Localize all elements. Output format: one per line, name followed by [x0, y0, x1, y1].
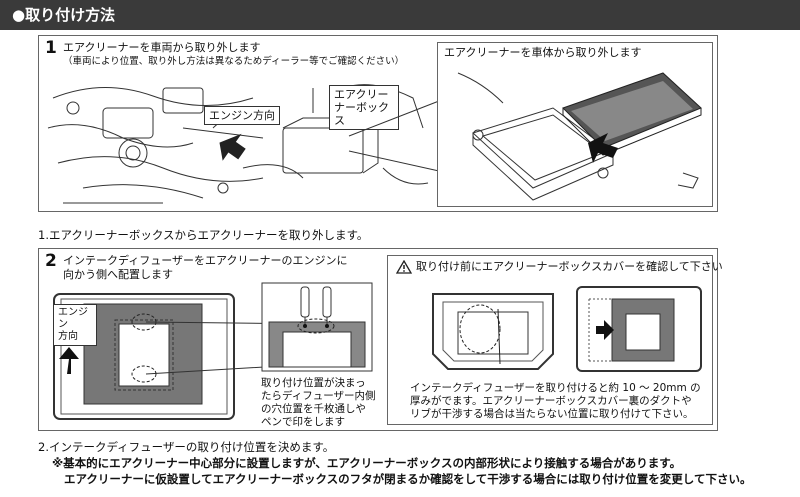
step1-subtitle: （車両により位置、取り外し方法は異なるためディーラー等でご確認ください）	[63, 56, 405, 67]
section-title: ●取り付け方法	[0, 0, 800, 30]
diffuser-zoom-illustration	[261, 282, 373, 372]
step2-title-line2: 向かう側へ配置します	[63, 268, 173, 281]
step1-number: 1	[45, 38, 57, 58]
air-cleaner-box-label-line1: エアクリー	[334, 88, 389, 101]
thickness-line-2: 厚みがでます。エアクリーナーボックスカバー裏のダクトや	[410, 395, 692, 407]
step2-number: 2	[45, 251, 57, 271]
marking-instructions: 取り付け位置が決まっ たらディフューザー内側 の穴位置を千枚通しや ペンで印をし…	[261, 377, 376, 429]
box-cover-illustration	[432, 293, 554, 370]
step1-caption: 1.エアクリーナーボックスからエアクリーナーを取り外します。	[38, 228, 369, 242]
warning-box: 取り付け前にエアクリーナーボックスカバーを確認して下さい インテークディフューザ…	[387, 255, 723, 425]
step2-panel: 2 インテークディフューザーをエアクリーナーのエンジンに 向かう側へ配置します …	[38, 248, 723, 431]
marking-line-4: ペンで印をします	[261, 416, 345, 428]
filter-with-diffuser-illustration	[53, 293, 235, 420]
air-cleaner-box-label: エアクリー ナーボックス	[329, 85, 399, 130]
marking-line-1: 取り付け位置が決まっ	[261, 377, 366, 389]
marking-line-2: たらディフューザー内側	[261, 390, 376, 402]
filter-top-view-illustration	[576, 286, 702, 372]
step2-engine-label-line1: エンジン	[58, 307, 88, 330]
step2-engine-label-line2: 方向	[58, 331, 78, 342]
step2-title-line1: インテークディフューザーをエアクリーナーのエンジンに	[63, 254, 348, 267]
thickness-line-1: インテークディフューザーを取り付けると約 10 ～ 20mm の	[410, 382, 701, 394]
warning-text: 取り付け前にエアクリーナーボックスカバーを確認して下さい	[416, 260, 723, 273]
thickness-line-3: リブが干渉する場合は当たらない位置に取り付けて下さい。	[410, 408, 694, 420]
filter-removal-illustration	[457, 72, 702, 201]
zoom-connector	[348, 100, 440, 172]
warning-icon	[396, 260, 412, 274]
step2-caption: 2.インテークディフューザーの取り付け位置を決めます。	[38, 440, 335, 454]
step1-detail-title: エアクリーナーを車体から取り外します	[444, 46, 642, 59]
marking-line-3: の穴位置を千枚通しや	[261, 403, 366, 415]
step1-detail-box: エアクリーナーを車体から取り外します	[437, 42, 713, 207]
engine-direction-label: エンジン方向	[204, 106, 280, 125]
thickness-note: インテークディフューザーを取り付けると約 10 ～ 20mm の 厚みがでます。…	[410, 382, 701, 421]
step1-title: エアクリーナーを車両から取り外します	[63, 41, 261, 54]
step1-panel: 1 エアクリーナーを車両から取り外します （車両により位置、取り外し方法は異なる…	[38, 35, 718, 212]
air-cleaner-box-label-line2: ナーボックス	[334, 101, 389, 127]
step2-engine-label: エンジン 方向	[53, 304, 97, 346]
note-line-1: ※基本的にエアクリーナー中心部分に設置しますが、エアクリーナーボックスの内部形状…	[52, 456, 682, 470]
note-line-2: エアクリーナーに仮設置してエアクリーナーボックスのフタが閉まるか確認をして干渉す…	[64, 472, 752, 486]
